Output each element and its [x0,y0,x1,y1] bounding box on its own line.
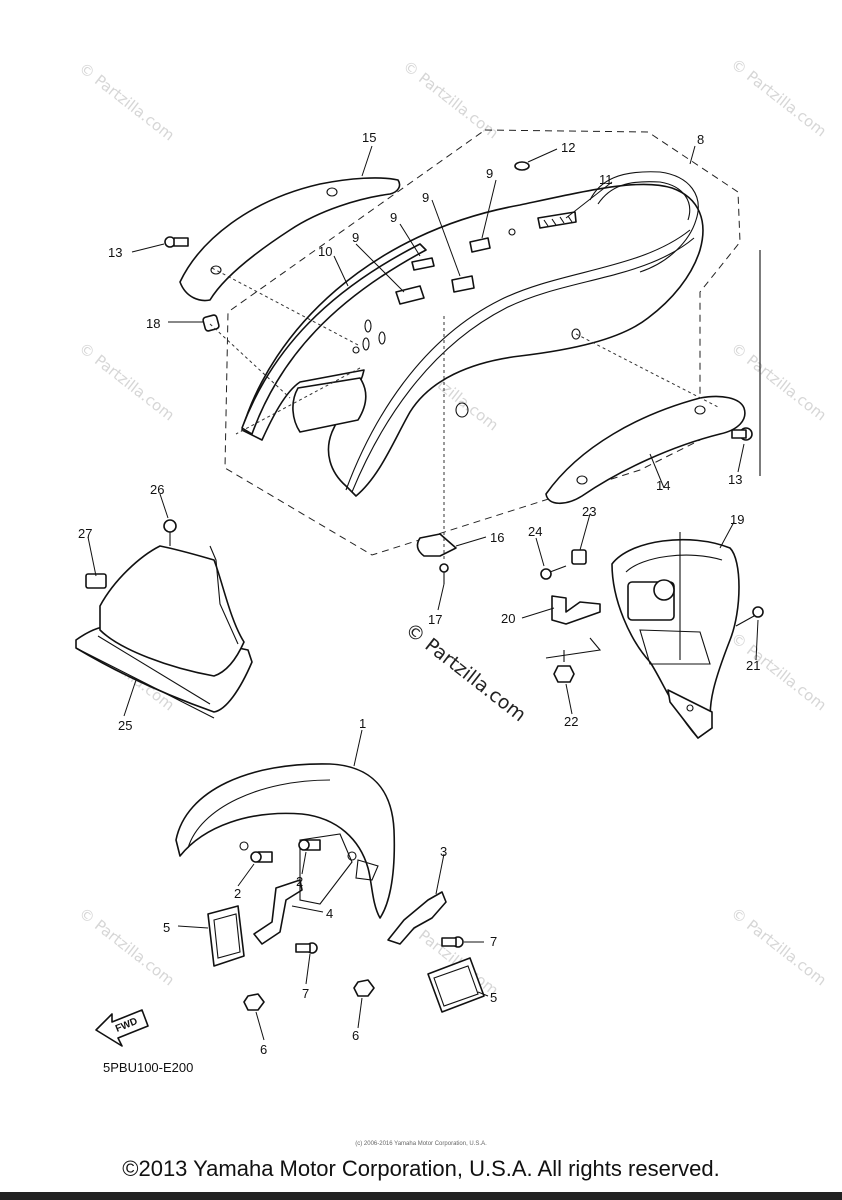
callout-4: 4 [326,906,333,921]
callout-13: 13 [728,472,742,487]
watermark: © Partzilla.com [728,629,830,714]
copyright-notice: ©2013 Yamaha Motor Corporation, U.S.A. A… [122,1156,720,1181]
bolt-7 [295,942,318,954]
watermark-layer: © Partzilla.com © Partzilla.com © Partzi… [76,55,830,999]
callout-24: 24 [528,524,542,539]
bottom-strip [0,1192,842,1200]
watermark: © Partzilla.com [76,904,178,989]
screw-24 [540,565,567,580]
flap-25 [75,545,253,719]
callout-16: 16 [490,530,504,545]
diagram-code: 5PBU100-E200 [103,1060,193,1075]
sticker-9 [411,257,435,271]
leader-lines [87,145,759,1041]
callout-11: 11 [599,172,613,187]
callout-19: 19 [730,512,744,527]
callout-2: 2 [296,874,303,889]
bolt-2 [298,839,321,851]
tiny-copyright: (c) 2006-2016 Yamaha Motor Corporation, … [355,1141,487,1147]
callout-10: 10 [318,244,332,259]
tail-light-bracket-19 [611,538,740,739]
stay-4 [253,879,303,945]
callout-12: 12 [561,140,575,155]
callout-26: 26 [150,482,164,497]
sticker-9 [469,237,491,253]
callout-2: 2 [234,886,241,901]
callout-15: 15 [362,130,376,145]
callout-9: 9 [352,230,359,245]
callout-22: 22 [564,714,578,729]
callout-18: 18 [146,316,160,331]
callout-5: 5 [490,990,497,1005]
center-watermark: © Partzilla.com [401,619,530,727]
stay-3 [387,891,447,945]
nut-6 [243,993,265,1011]
nut-6 [353,979,375,997]
bracket-27 [85,573,107,589]
bolt-7 [441,936,464,948]
callout-13: 13 [108,245,122,260]
callout-9: 9 [390,210,397,225]
bracket-20 [551,595,601,625]
reflector-5 [427,957,485,1013]
side-cover-14 [545,395,746,505]
bracket-23 [571,549,587,565]
washer-12 [514,161,530,171]
callout-25: 25 [118,718,132,733]
callout-9: 9 [486,166,493,181]
bolt-2 [250,851,273,863]
screw-17 [439,563,449,584]
callout-14: 14 [656,478,670,493]
callout-17: 17 [428,612,442,627]
callout-7: 7 [490,934,497,949]
callout-27: 27 [78,526,92,541]
watermark: © Partzilla.com [728,904,830,989]
rivet-26 [163,519,177,546]
fwd-arrow-icon: FWD [95,1009,149,1047]
grab-bar-15 [179,177,401,302]
watermark: © Partzilla.com [76,59,178,144]
watermark: © Partzilla.com [728,55,830,140]
side-rail-10 [241,243,427,435]
bolt-13 [731,427,753,441]
callout-20: 20 [501,611,515,626]
callout-7: 7 [302,986,309,1001]
callout-9: 9 [422,190,429,205]
callout-6: 6 [352,1028,359,1043]
callout-labels: 15 8 12 11 9 9 9 9 10 13 18 13 14 16 17 … [78,130,760,1057]
callout-3: 3 [440,844,447,859]
callout-23: 23 [582,504,596,519]
callout-1: 1 [359,716,366,731]
bolt-21 [735,606,764,627]
callout-5: 5 [163,920,170,935]
callout-6: 6 [260,1042,267,1057]
clip-16 [416,533,457,557]
bolt-13 [164,236,189,248]
rear-fender [241,171,704,497]
sticker-9 [451,275,475,293]
bolt-22 [553,650,575,683]
grommet-18 [202,314,220,332]
reflector-5 [207,905,245,967]
front-fender-1 [175,763,396,919]
callout-21: 21 [746,658,760,673]
callout-8: 8 [697,132,704,147]
watermark: © Partzilla.com [76,339,178,424]
